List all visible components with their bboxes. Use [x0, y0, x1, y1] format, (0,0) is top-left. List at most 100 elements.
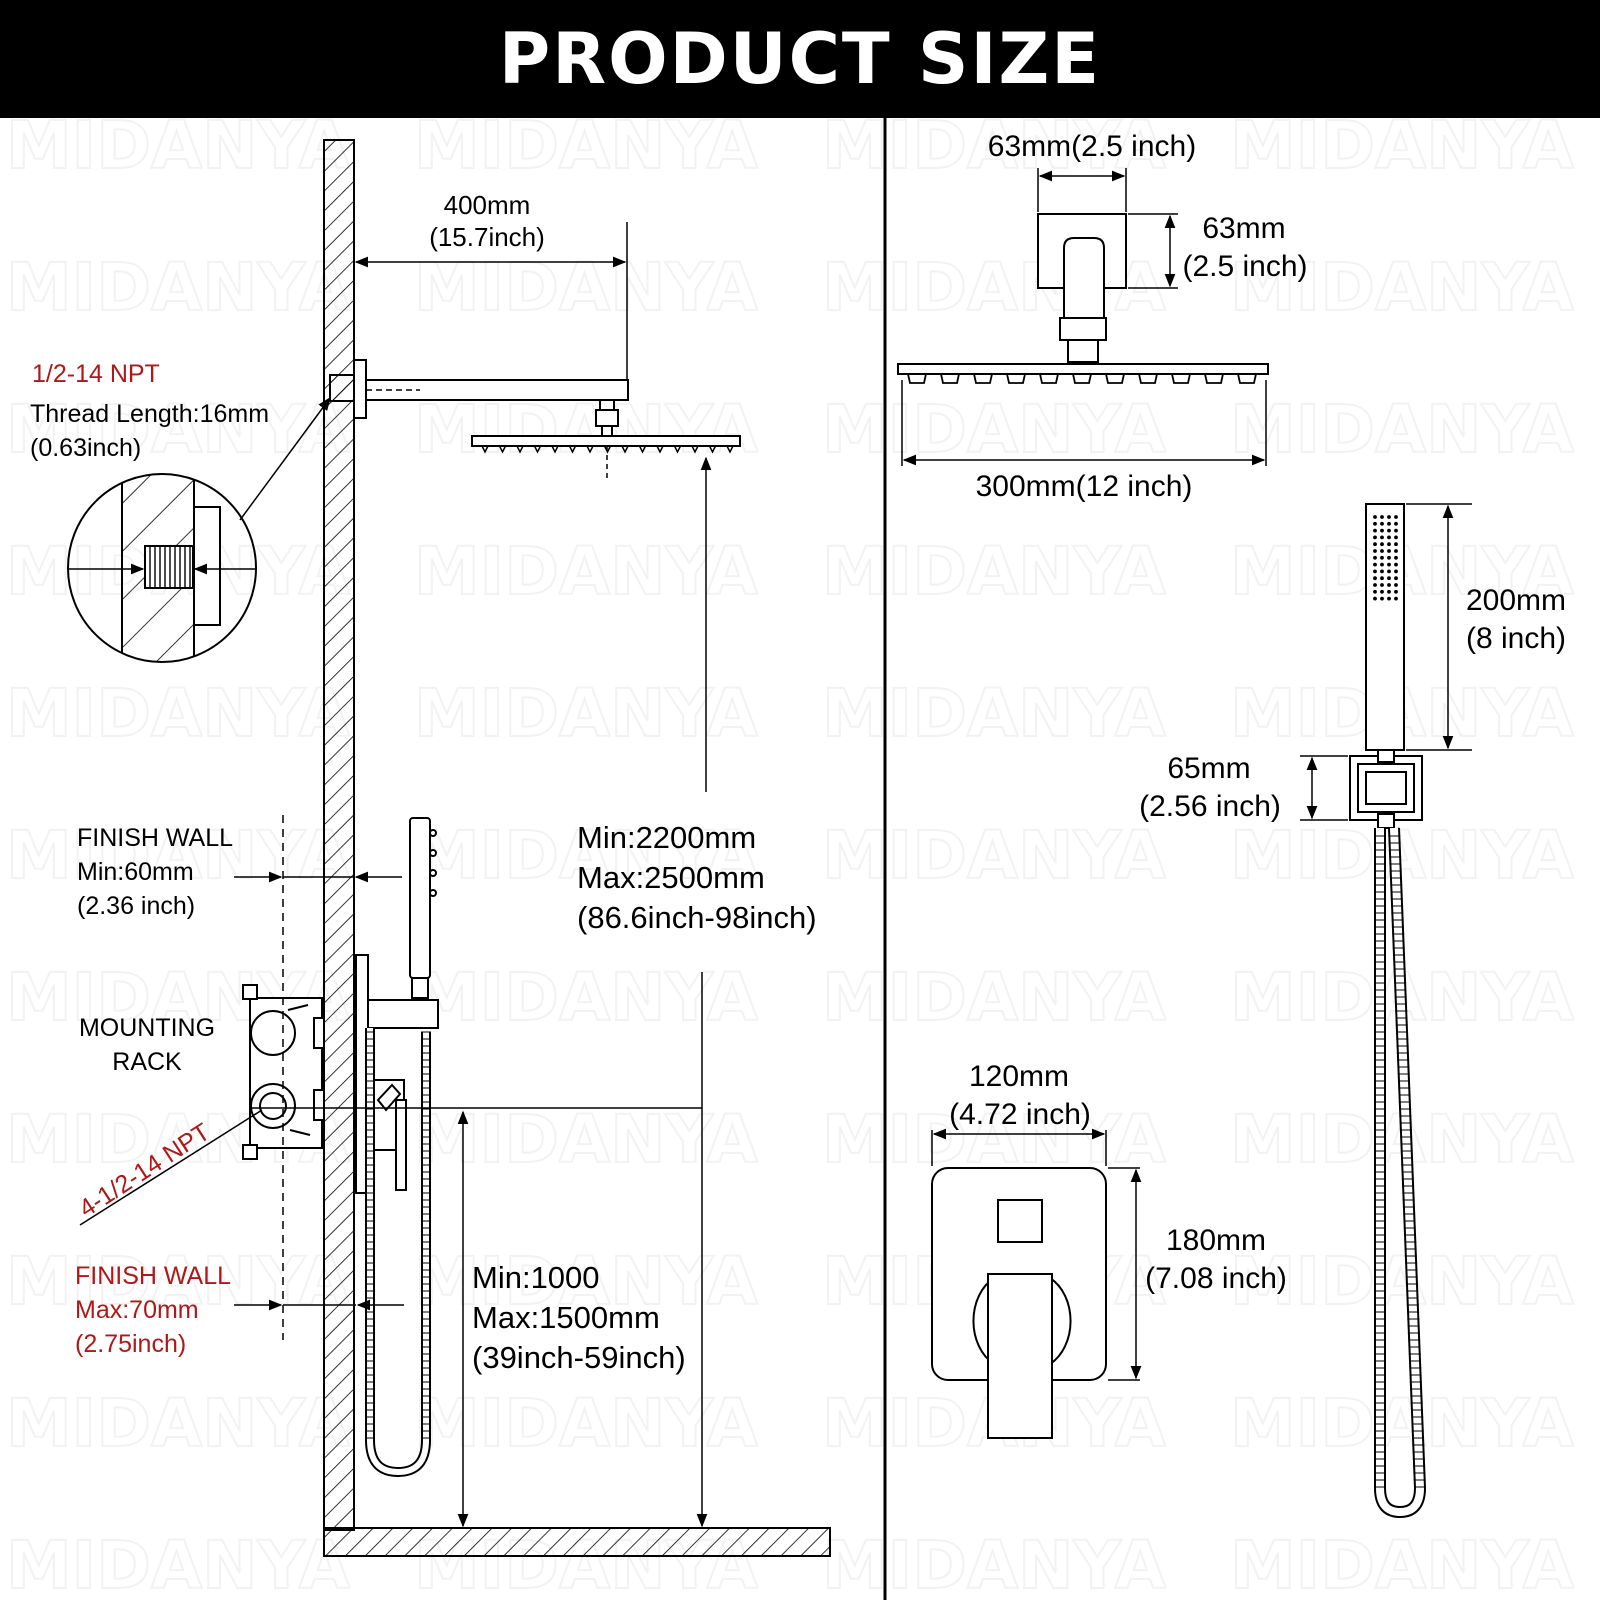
spray-hole — [1387, 583, 1391, 587]
watermark-text: MIDANYA — [414, 1101, 758, 1178]
spray-hole — [1380, 521, 1384, 526]
thread-length-inch-label: (0.63inch) — [30, 434, 141, 462]
rain-head-nozzles — [481, 445, 734, 454]
nozzle — [481, 445, 489, 454]
spray-hole — [1373, 521, 1377, 526]
valve-plate-height-label: 180mm — [1166, 1224, 1266, 1257]
hose-inner — [367, 1028, 429, 1476]
valve-height-inch-label: (39inch-59inch) — [472, 1340, 686, 1375]
flange-height-inch-label: (2.5 inch) — [1182, 250, 1307, 283]
thread-detail-circle — [67, 473, 257, 663]
watermark-text: MIDANYA — [414, 107, 758, 184]
nozzle — [1204, 373, 1224, 384]
watermark-text: MIDANYA — [6, 1527, 350, 1600]
spray-hole — [1380, 583, 1384, 587]
spray-hole — [1394, 542, 1398, 547]
spray-hole — [1387, 576, 1391, 581]
spray-hole — [1380, 569, 1384, 574]
spray-hole — [1387, 569, 1391, 574]
spray-hole — [1394, 549, 1398, 553]
nozzle — [498, 445, 507, 454]
spray-hole — [1373, 542, 1377, 547]
flange-height-label: 63mm — [1202, 212, 1285, 245]
watermark-text: MIDANYA — [822, 391, 1166, 468]
nozzle — [1006, 373, 1026, 384]
head-width-label: 300mm(12 inch) — [976, 470, 1193, 503]
watermark-text: MIDANYA — [1230, 391, 1574, 468]
spray-hole — [1380, 542, 1384, 547]
nozzle — [1171, 373, 1191, 384]
spray-hole — [1387, 596, 1391, 601]
nozzle — [708, 445, 717, 454]
spray-hole — [1380, 562, 1384, 567]
finish-wall-min-title: FINISH WALL — [77, 824, 233, 852]
finish-wall-min-inch-label: (2.36 inch) — [77, 892, 195, 920]
mounting-rack-label-2: RACK — [112, 1048, 182, 1076]
mounting-rack-label-1: MOUNTING — [79, 1014, 215, 1042]
watermark-text: MIDANYA — [1230, 1527, 1574, 1600]
thread-length-label: Thread Length:16mm — [30, 400, 269, 428]
nozzle — [656, 445, 664, 454]
watermark-text: MIDANYA — [414, 533, 758, 610]
hose-inner — [1376, 827, 1425, 1517]
handheld-length-inch-label: (8 inch) — [1466, 622, 1566, 655]
nozzle — [973, 373, 993, 384]
spray-hole — [1394, 521, 1398, 526]
valve-height-min-label: Min:1000 — [472, 1260, 600, 1295]
nozzle — [638, 445, 647, 454]
spray-hole — [1373, 596, 1377, 601]
nozzle — [673, 445, 682, 454]
wall — [323, 139, 355, 1531]
nozzle — [568, 445, 577, 454]
header-bar: PRODUCT SIZE — [0, 0, 1600, 118]
valve-plate-height-inch-label: (7.08 inch) — [1145, 1262, 1287, 1295]
spray-hole — [1380, 549, 1384, 553]
handheld-side — [355, 817, 439, 1194]
spray-hole — [1394, 555, 1398, 560]
spray-hole — [1394, 576, 1398, 581]
nozzle — [1105, 373, 1125, 384]
watermark-text: MIDANYA — [822, 817, 1166, 894]
watermark-text: MIDANYA — [414, 391, 758, 468]
spray-hole — [1373, 583, 1377, 587]
watermark-text: MIDANYA — [6, 107, 350, 184]
npt-top-label: 1/2-14 NPT — [32, 360, 160, 388]
spray-hole — [1380, 515, 1384, 519]
watermark-text: MIDANYA — [822, 675, 1166, 752]
watermark-text: MIDANYA — [6, 817, 350, 894]
nozzle — [1039, 373, 1059, 384]
spray-hole — [1373, 569, 1377, 574]
spray-hole — [1387, 555, 1391, 560]
nozzle — [516, 445, 524, 454]
watermark-text: MIDANYA — [414, 817, 758, 894]
spray-hole — [1380, 596, 1384, 601]
nozzle — [603, 445, 612, 454]
spray-hole — [1373, 589, 1377, 594]
spray-hole — [1394, 535, 1398, 540]
arm-length-inch-label: (15.7inch) — [429, 222, 545, 252]
valve-trim-plate — [931, 1167, 1107, 1439]
nozzle — [1072, 373, 1092, 384]
holder-size-inch-label: (2.56 inch) — [1139, 790, 1281, 823]
nozzle — [940, 373, 960, 384]
nozzle — [1237, 373, 1257, 384]
watermark-text: MIDANYA — [414, 1243, 758, 1320]
watermark-text: MIDANYA — [822, 959, 1166, 1036]
finish-wall-min-label: Min:60mm — [77, 858, 194, 886]
handheld-spray-face — [1373, 515, 1398, 601]
watermark-text: MIDANYA — [822, 1527, 1166, 1600]
spray-hole — [1394, 596, 1398, 601]
nozzle — [1138, 373, 1158, 384]
head-height-min-label: Min:2200mm — [577, 820, 756, 855]
spray-hole — [1387, 589, 1391, 594]
nozzle — [726, 445, 734, 454]
watermark-text: MIDANYA — [6, 1243, 350, 1320]
finish-wall-max-inch-label: (2.75inch) — [75, 1330, 186, 1358]
spray-hole — [1373, 562, 1377, 567]
holder-size-label: 65mm — [1167, 752, 1250, 785]
spray-hole — [1394, 583, 1398, 587]
spray-hole — [1380, 528, 1384, 533]
nozzle — [586, 445, 594, 454]
rain-head-front — [897, 213, 1269, 375]
spray-hole — [1373, 576, 1377, 581]
